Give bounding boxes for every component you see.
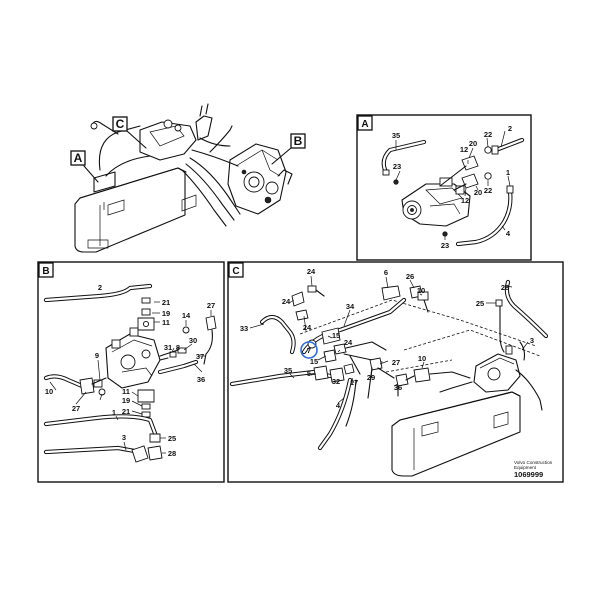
panel-b-callout-1: 1 xyxy=(112,408,116,417)
panel-c-callout-4: 4 xyxy=(336,401,341,410)
panel-a-callout-23: 23 xyxy=(393,162,401,171)
panel-c-callout-24d: 24 xyxy=(344,338,353,347)
panel-a-frame xyxy=(356,114,532,261)
panel-c-callout-26: 26 xyxy=(406,272,414,281)
panel-b-callout-3: 3 xyxy=(122,433,126,442)
panel-b-callout-30: 30 xyxy=(189,336,197,345)
panel-c-callout-28: 28 xyxy=(501,283,509,292)
panel-c-callout-34: 34 xyxy=(346,302,355,311)
panel-c-callout-24b: 24 xyxy=(282,297,291,306)
overview-tank-top xyxy=(79,167,187,199)
panel-b-callout-19b: 19 xyxy=(122,396,130,405)
svg-text:A: A xyxy=(74,151,83,165)
panel-c-callout-17: 17 xyxy=(350,378,358,387)
panel-a-callout-20b: 20 xyxy=(474,188,482,197)
panel-c-callout-6: 6 xyxy=(384,268,388,277)
panel-a-callout-22: 22 xyxy=(484,130,492,139)
panel-b-callout-14: 14 xyxy=(182,311,191,320)
panel-c-callout-7: 7 xyxy=(307,346,311,355)
footer-company-line2: Equipment xyxy=(514,465,537,470)
panel-a-callout-2: 2 xyxy=(508,124,512,133)
panel-c-callout-33: 33 xyxy=(240,324,248,333)
svg-text:B: B xyxy=(294,134,303,148)
panel-c-callout-10: 10 xyxy=(417,286,425,295)
panel-c-highlight-ring xyxy=(300,341,318,359)
overview-label-a: A xyxy=(70,150,99,183)
panel-a-callout-12b: 12 xyxy=(461,196,469,205)
footer-drawing-id: 1069999 xyxy=(514,470,543,479)
overview-label-c: C xyxy=(112,116,147,149)
panel-a-callout-23b: 23 xyxy=(441,241,449,250)
panel-a-callout-22b: 22 xyxy=(484,186,492,195)
panel-b-callout-10: 10 xyxy=(45,387,53,396)
panel-c: C xyxy=(227,261,564,483)
panel-c-fuel-tank xyxy=(391,391,521,477)
panel-b-callout-37: 37 xyxy=(196,352,204,361)
panel-b-callout-31: 31 xyxy=(164,343,172,352)
panel-b-callout-21b: 21 xyxy=(122,407,130,416)
panel-a-label: A xyxy=(361,119,368,130)
overview-hydraulic-pump xyxy=(227,143,287,215)
overview-label-b: B xyxy=(271,133,306,165)
panel-b-callout-36: 36 xyxy=(197,375,205,384)
panel-b-callout-11b: 11 xyxy=(122,387,130,396)
panel-c-callout-35: 35 xyxy=(284,366,292,375)
panel-a-callout-35: 35 xyxy=(392,131,400,140)
panel-b-callout-21: 21 xyxy=(162,298,170,307)
svg-text:C: C xyxy=(116,117,125,131)
panel-c-callout-32: 32 xyxy=(332,377,340,386)
panel-c-callout-15b: 15 xyxy=(310,357,318,366)
panel-a-callout-20: 20 xyxy=(469,139,477,148)
panel-b-callout-2: 2 xyxy=(98,283,102,292)
panel-c-callout-5: 5 xyxy=(307,369,311,378)
panel-c-callout-24: 24 xyxy=(307,267,316,276)
panel-a-callout-12: 12 xyxy=(460,145,468,154)
panel-b-frame xyxy=(37,261,225,483)
panel-c-callout-10b: 10 xyxy=(418,354,426,363)
panel-b-callout-9: 9 xyxy=(95,351,99,360)
panel-c-frame xyxy=(227,261,564,483)
panel-b-callout-19: 19 xyxy=(162,309,170,318)
panel-b-callout-27b: 27 xyxy=(72,404,80,413)
panel-b-callout-27: 27 xyxy=(207,301,215,310)
panel-b-callout-8: 8 xyxy=(176,343,180,352)
panel-c-callout-15: 15 xyxy=(332,331,340,340)
panel-a-callout-4: 4 xyxy=(506,229,511,238)
panel-a: A xyxy=(356,114,532,261)
panel-c-callout-25: 25 xyxy=(476,299,484,308)
panel-b: B xyxy=(37,261,225,483)
panel-c-pump xyxy=(473,353,521,393)
panel-b-label: B xyxy=(42,266,49,277)
panel-a-callout-1: 1 xyxy=(506,168,510,177)
panel-c-callout-24c: 24 xyxy=(303,323,312,332)
panel-c-callout-36: 36 xyxy=(394,383,402,392)
panel-b-callout-28: 28 xyxy=(168,449,176,458)
overview-assembly xyxy=(74,103,293,253)
panel-c-callout-3: 3 xyxy=(530,336,534,345)
panel-c-label: C xyxy=(232,266,239,277)
overview-fuel-tank xyxy=(74,167,186,253)
panel-c-callout-29: 29 xyxy=(367,373,375,382)
panel-b-callout-11: 11 xyxy=(162,318,170,327)
panel-c-callout-27: 27 xyxy=(392,358,400,367)
footer-company: Volvo Construction xyxy=(514,460,553,465)
panel-b-callout-25: 25 xyxy=(168,434,176,443)
